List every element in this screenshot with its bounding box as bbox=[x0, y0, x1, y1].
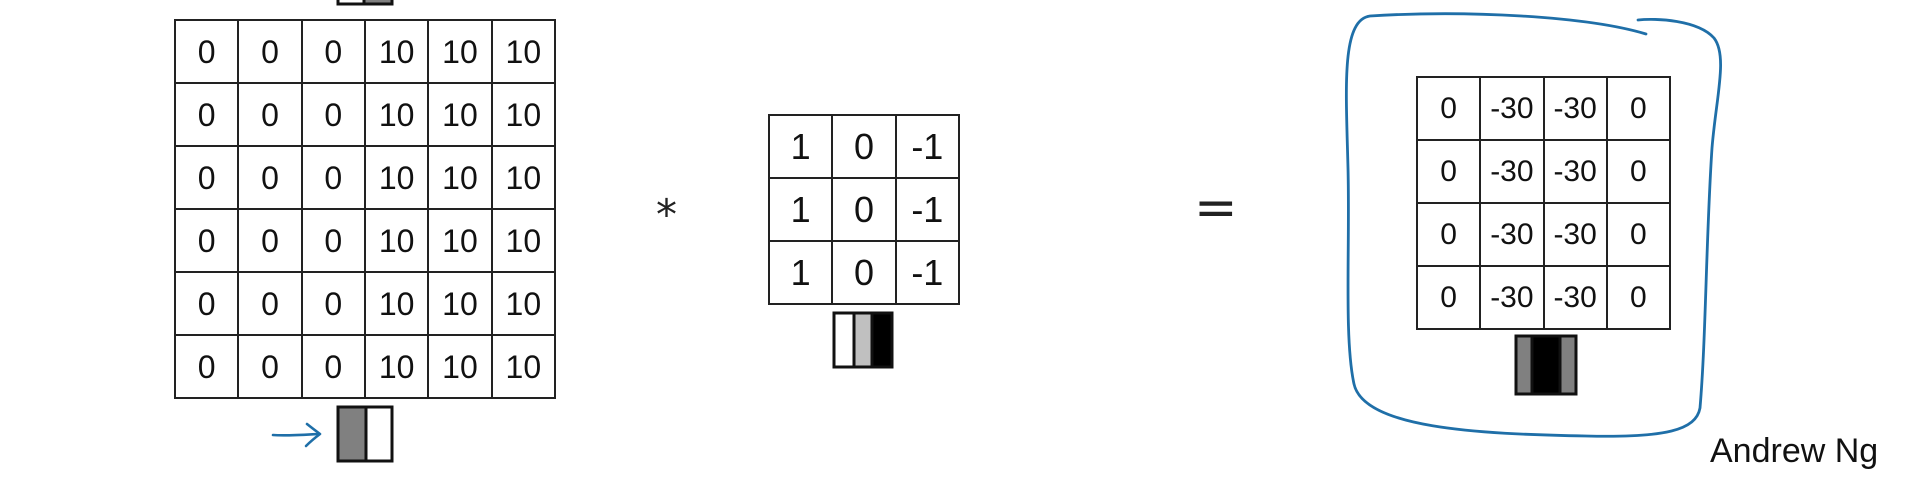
output-matrix-cell: 0 bbox=[1415, 76, 1482, 141]
input-matrix-row: 0 0 0 10 10 10 bbox=[173, 334, 557, 399]
filter-matrix: 1 0 -1 1 0 -1 1 0 -1 bbox=[767, 114, 961, 305]
filter-swatch-gray bbox=[852, 311, 874, 369]
output-matrix-row: 0 -30 -30 0 bbox=[1415, 202, 1672, 267]
input-swatch-top-dark bbox=[362, 0, 394, 6]
filter-swatch-white bbox=[832, 311, 856, 369]
filter-matrix-cell: 0 bbox=[831, 177, 897, 242]
input-matrix-row: 0 0 0 10 10 10 bbox=[173, 82, 557, 147]
output-matrix-cell: 0 bbox=[1415, 265, 1482, 330]
filter-matrix-cell: 1 bbox=[767, 240, 834, 305]
output-matrix-cell: -30 bbox=[1479, 265, 1545, 330]
input-matrix-cell: 0 bbox=[237, 208, 303, 273]
input-matrix-cell: 10 bbox=[490, 82, 557, 147]
filter-matrix-row: 1 0 -1 bbox=[767, 114, 961, 179]
input-swatch-top bbox=[336, 0, 394, 8]
input-matrix-cell: 10 bbox=[427, 334, 493, 399]
input-matrix-cell: 0 bbox=[173, 208, 240, 273]
input-matrix-cell: 10 bbox=[363, 208, 430, 273]
output-matrix-cell: -30 bbox=[1542, 76, 1608, 141]
output-matrix-cell: -30 bbox=[1479, 139, 1545, 204]
output-matrix-row: 0 -30 -30 0 bbox=[1415, 265, 1672, 330]
filter-matrix-cell: 1 bbox=[767, 177, 834, 242]
filter-matrix-cell: 0 bbox=[831, 114, 897, 179]
input-matrix-cell: 0 bbox=[237, 145, 303, 210]
input-matrix-cell: 10 bbox=[427, 208, 493, 273]
input-matrix-cell: 0 bbox=[300, 82, 366, 147]
input-matrix-cell: 10 bbox=[427, 145, 493, 210]
input-matrix-cell: 0 bbox=[300, 334, 366, 399]
input-matrix-cell: 10 bbox=[363, 82, 430, 147]
input-swatch-bottom bbox=[336, 405, 394, 463]
filter-swatch bbox=[832, 311, 894, 369]
highlight-loop-annotation bbox=[1336, 8, 1728, 449]
output-matrix-cell: 0 bbox=[1605, 76, 1672, 141]
input-matrix-cell: 0 bbox=[237, 82, 303, 147]
input-matrix-cell: 0 bbox=[173, 19, 240, 84]
filter-matrix-cell: 1 bbox=[767, 114, 834, 179]
input-matrix-cell: 10 bbox=[490, 271, 557, 336]
input-matrix-cell: 10 bbox=[363, 145, 430, 210]
output-matrix-cell: -30 bbox=[1542, 265, 1608, 330]
input-matrix-cell: 10 bbox=[363, 271, 430, 336]
arrow-right-icon bbox=[270, 418, 326, 455]
input-matrix-cell: 10 bbox=[363, 334, 430, 399]
input-matrix: 0 0 0 10 10 10 0 0 0 10 10 10 0 0 0 10 1… bbox=[173, 19, 557, 399]
output-matrix-cell: -30 bbox=[1542, 139, 1608, 204]
input-matrix-cell: 10 bbox=[490, 208, 557, 273]
filter-matrix-cell: -1 bbox=[894, 240, 961, 305]
output-matrix-row: 0 -30 -30 0 bbox=[1415, 76, 1672, 141]
output-swatch bbox=[1514, 334, 1578, 396]
input-matrix-cell: 0 bbox=[237, 271, 303, 336]
input-matrix-cell: 0 bbox=[237, 19, 303, 84]
output-matrix-cell: 0 bbox=[1605, 265, 1672, 330]
input-matrix-cell: 10 bbox=[427, 271, 493, 336]
output-matrix-cell: 0 bbox=[1605, 139, 1672, 204]
output-matrix: 0 -30 -30 0 0 -30 -30 0 0 -30 -30 0 0 -3… bbox=[1415, 76, 1672, 330]
output-matrix-cell: -30 bbox=[1479, 202, 1545, 267]
input-swatch-bottom-light bbox=[364, 405, 394, 463]
filter-matrix-row: 1 0 -1 bbox=[767, 177, 961, 242]
filter-matrix-cell: -1 bbox=[894, 114, 961, 179]
output-matrix-row: 0 -30 -30 0 bbox=[1415, 139, 1672, 204]
input-matrix-row: 0 0 0 10 10 10 bbox=[173, 19, 557, 84]
input-matrix-cell: 10 bbox=[363, 19, 430, 84]
convolution-operator: * bbox=[656, 190, 677, 239]
output-matrix-cell: 0 bbox=[1605, 202, 1672, 267]
input-swatch-top-light bbox=[336, 0, 366, 6]
input-matrix-cell: 0 bbox=[173, 145, 240, 210]
filter-matrix-cell: -1 bbox=[894, 177, 961, 242]
output-matrix-cell: -30 bbox=[1479, 76, 1545, 141]
input-matrix-cell: 0 bbox=[173, 334, 240, 399]
output-swatch-gray-right bbox=[1558, 334, 1578, 396]
input-matrix-row: 0 0 0 10 10 10 bbox=[173, 271, 557, 336]
input-matrix-cell: 0 bbox=[237, 334, 303, 399]
output-matrix-cell: -30 bbox=[1542, 202, 1608, 267]
output-matrix-cell: 0 bbox=[1415, 139, 1482, 204]
filter-matrix-cell: 0 bbox=[831, 240, 897, 305]
input-matrix-cell: 0 bbox=[173, 82, 240, 147]
input-swatch-bottom-dark bbox=[336, 405, 368, 463]
output-swatch-gray-left bbox=[1514, 334, 1534, 396]
filter-swatch-black bbox=[870, 311, 894, 369]
input-matrix-cell: 10 bbox=[490, 145, 557, 210]
author-credit: Andrew Ng bbox=[1710, 432, 1879, 470]
input-matrix-cell: 10 bbox=[427, 19, 493, 84]
equals-operator: = bbox=[1194, 178, 1238, 238]
input-matrix-row: 0 0 0 10 10 10 bbox=[173, 208, 557, 273]
input-matrix-cell: 10 bbox=[490, 334, 557, 399]
input-matrix-cell: 10 bbox=[427, 82, 493, 147]
input-matrix-row: 0 0 0 10 10 10 bbox=[173, 145, 557, 210]
output-matrix-cell: 0 bbox=[1415, 202, 1482, 267]
input-matrix-cell: 0 bbox=[300, 271, 366, 336]
input-matrix-cell: 0 bbox=[300, 19, 366, 84]
input-matrix-cell: 0 bbox=[300, 145, 366, 210]
output-swatch-black bbox=[1530, 334, 1562, 396]
input-matrix-cell: 0 bbox=[173, 271, 240, 336]
input-matrix-cell: 0 bbox=[300, 208, 366, 273]
filter-matrix-row: 1 0 -1 bbox=[767, 240, 961, 305]
input-matrix-cell: 10 bbox=[490, 19, 557, 84]
